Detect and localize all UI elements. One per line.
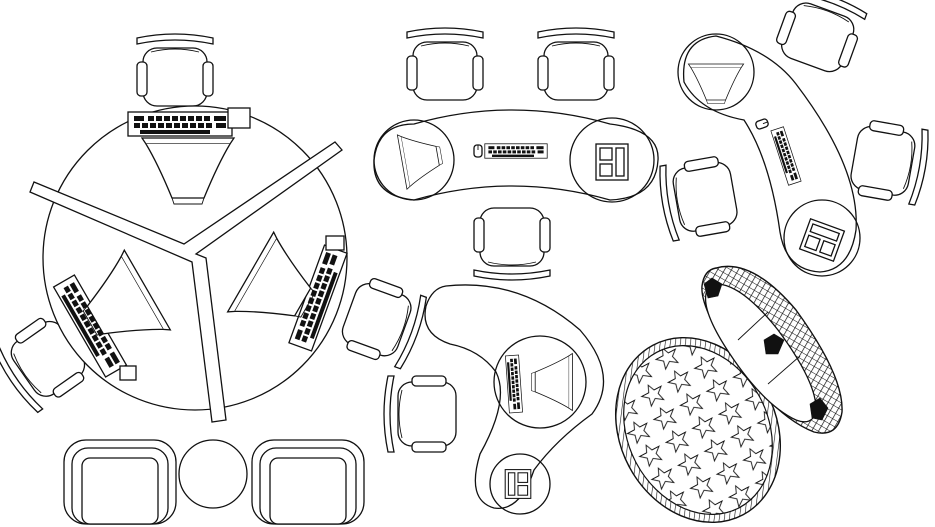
phone-icon bbox=[325, 235, 345, 251]
computer bbox=[504, 469, 532, 499]
kidney-desk bbox=[383, 284, 605, 515]
phone-icon bbox=[227, 107, 251, 129]
chair bbox=[537, 27, 615, 101]
partition bbox=[29, 141, 343, 423]
computer bbox=[595, 143, 629, 181]
keyboard bbox=[127, 111, 233, 137]
chair bbox=[406, 27, 484, 101]
lounge-set bbox=[63, 439, 365, 525]
chair bbox=[136, 33, 214, 107]
chair bbox=[847, 117, 933, 207]
keyboard bbox=[484, 143, 548, 159]
chair bbox=[383, 375, 457, 453]
planter-bench bbox=[701, 265, 843, 434]
chair bbox=[473, 207, 551, 281]
side-table bbox=[178, 439, 248, 509]
curved-desk-top bbox=[373, 27, 659, 281]
chair bbox=[655, 153, 741, 243]
phone-icon bbox=[119, 365, 137, 381]
mouse bbox=[473, 144, 483, 158]
chair bbox=[771, 0, 869, 79]
curved-desk-right bbox=[655, 0, 933, 277]
hatched-oval-table bbox=[614, 336, 782, 524]
round-workstation bbox=[0, 33, 431, 423]
armchair bbox=[251, 439, 365, 525]
armchair bbox=[63, 439, 177, 525]
chair bbox=[335, 273, 431, 371]
